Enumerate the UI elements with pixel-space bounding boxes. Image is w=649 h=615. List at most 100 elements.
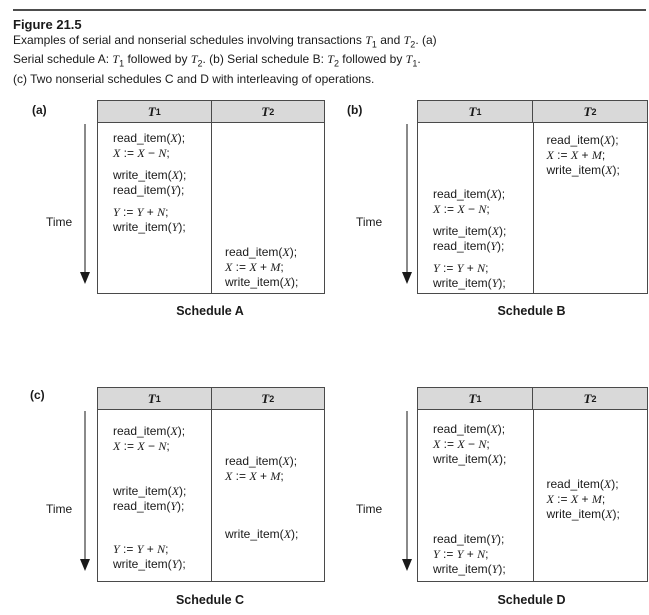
op-cell-t1: X := X − N; <box>113 439 170 453</box>
op-row: read_item(X); <box>98 131 324 146</box>
op-row: X := X + M; <box>418 492 647 507</box>
schedule-caption-c: Schedule C <box>175 593 245 607</box>
op-cell-t1 <box>418 507 534 522</box>
op-cell-t2: write_item(X); <box>225 527 299 541</box>
op-cell-t2 <box>212 183 324 198</box>
op-cell-t1 <box>98 527 212 542</box>
caption-line: (c) Two nonserial schedules C and D with… <box>13 71 375 86</box>
op-cell-t1 <box>418 492 534 507</box>
column-divider <box>211 123 212 293</box>
op-cell-t2: X := X + M; <box>546 492 606 506</box>
column-divider <box>532 410 534 581</box>
op-cell-t1: read_item(X); <box>113 131 186 145</box>
op-row: Y := Y + N; <box>418 547 647 562</box>
op-row: read_item(X); <box>418 422 647 437</box>
op-row: write_item(X); <box>98 484 324 499</box>
top-rule <box>13 9 646 11</box>
schedule-body: read_item(X);X := X − N;write_item(X);re… <box>418 410 647 581</box>
op-cell-t1: read_item(Y); <box>113 499 185 513</box>
op-row: X := X − N; <box>98 146 324 161</box>
op-cell-t1 <box>418 133 534 148</box>
op-cell-t1: write_item(X); <box>433 452 507 466</box>
op-cell-t1 <box>418 163 534 178</box>
op-cell-t2 <box>212 439 324 454</box>
op-cell-t2 <box>534 562 648 577</box>
op-row: read_item(Y); <box>418 532 647 547</box>
op-cell-t2 <box>212 484 324 499</box>
figure-caption: Examples of serial and nonserial schedul… <box>13 33 437 87</box>
op-cell-t2: X := X + M; <box>225 469 284 483</box>
op-cell-t2: read_item(X); <box>546 133 619 147</box>
op-cell-t1: read_item(Y); <box>433 532 505 546</box>
time-arrow-icon <box>402 124 412 284</box>
op-cell-t2 <box>534 261 648 276</box>
op-row: read_item(Y); <box>418 239 647 254</box>
op-row: X := X + M; <box>418 148 647 163</box>
caption-line: Serial schedule A: T1 followed by T2. (b… <box>13 52 421 69</box>
op-cell-t2 <box>534 547 648 562</box>
op-row: write_item(Y); <box>98 557 324 572</box>
op-cell-t1: read_item(Y); <box>113 183 185 197</box>
op-cell-t2: write_item(X); <box>546 163 620 177</box>
op-cell-t2 <box>212 131 324 146</box>
op-cell-t1: X := X − N; <box>433 202 490 216</box>
op-cell-t2 <box>534 276 648 291</box>
op-row: X := X − N; <box>98 439 324 454</box>
op-cell-t2 <box>212 499 324 514</box>
time-label: Time <box>46 502 73 516</box>
op-cell-t2 <box>212 168 324 183</box>
op-row: write_item(X); <box>98 527 324 542</box>
op-cell-t1: read_item(X); <box>433 187 506 201</box>
op-cell-t2 <box>534 187 648 202</box>
op-row: write_item(Y); <box>98 220 324 235</box>
op-cell-t2 <box>534 239 648 254</box>
op-cell-t1: write_item(Y); <box>433 562 506 576</box>
op-cell-t1: write_item(Y); <box>433 276 506 290</box>
op-row: read_item(X); <box>418 477 647 492</box>
op-row: read_item(X); <box>418 133 647 148</box>
op-cell-t2 <box>212 557 324 572</box>
time-label: Time <box>356 215 383 229</box>
op-cell-t1: X := X − N; <box>433 437 490 451</box>
op-cell-t2 <box>534 437 648 452</box>
op-cell-t2: write_item(X); <box>225 275 299 289</box>
op-cell-t2 <box>212 146 324 161</box>
op-cell-t2 <box>212 205 324 220</box>
schedule-caption-d: Schedule D <box>497 593 566 607</box>
op-cell-t1 <box>98 469 212 484</box>
time-arrow-icon <box>402 411 412 571</box>
op-cell-t1: X := X − N; <box>113 146 170 160</box>
op-cell-t2: write_item(X); <box>546 507 620 521</box>
schedule-caption-a: Schedule A <box>176 304 244 318</box>
op-row: Y := Y + N; <box>418 261 647 276</box>
op-row: write_item(Y); <box>418 276 647 291</box>
op-cell-t1: write_item(X); <box>113 168 187 182</box>
op-row: write_item(X); <box>418 163 647 178</box>
op-row: Y := Y + N; <box>98 542 324 557</box>
op-row: write_item(X); <box>98 275 324 290</box>
op-row: read_item(X); <box>98 454 324 469</box>
time-label: Time <box>356 502 383 516</box>
op-cell-t1: write_item(Y); <box>113 220 186 234</box>
op-cell-t1: read_item(X); <box>113 424 186 438</box>
op-row: read_item(X); <box>98 424 324 439</box>
time-arrow-icon <box>80 411 90 571</box>
caption-line: Examples of serial and nonserial schedul… <box>13 33 437 50</box>
op-cell-t1: Y := Y + N; <box>113 542 169 556</box>
op-cell-t1 <box>418 477 534 492</box>
schedule-body: read_item(X);X := X − N;read_item(X);X :… <box>98 410 324 581</box>
op-row: write_item(Y); <box>418 562 647 577</box>
op-cell-t1 <box>98 275 212 290</box>
